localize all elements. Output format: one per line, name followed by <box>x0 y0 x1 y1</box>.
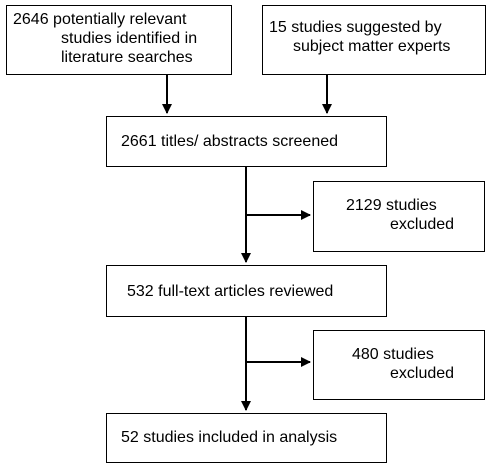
full-text-review-box: 532 full-text articles reviewed <box>106 265 387 317</box>
excluded-1-line-2: excluded <box>390 216 455 233</box>
excluded-box-1: 2129 studies excluded <box>313 181 485 252</box>
literature-search-line-3: literature searches <box>61 49 193 66</box>
expert-suggestions-box: 15 studies suggested by subject matter e… <box>262 5 486 75</box>
literature-search-box: 2646 potentially relevant studies identi… <box>6 5 232 75</box>
excluded-1-line-1: 2129 studies <box>346 197 437 214</box>
excluded-2-line-2: excluded <box>390 365 455 382</box>
full-text-review-label: 532 full-text articles reviewed <box>127 283 334 300</box>
screened-box: 2661 titles/ abstracts screened <box>106 116 387 167</box>
screened-label: 2661 titles/ abstracts screened <box>121 133 339 150</box>
included-box: 52 studies included in analysis <box>106 413 387 463</box>
literature-search-line-2: studies identified in <box>61 30 198 47</box>
expert-suggestions-line-2: subject matter experts <box>293 38 451 55</box>
expert-suggestions-line-1: 15 studies suggested by <box>269 19 442 36</box>
excluded-box-2: 480 studies excluded <box>313 330 485 400</box>
literature-search-line-1: 2646 potentially relevant <box>13 11 187 28</box>
included-label: 52 studies included in analysis <box>121 429 338 446</box>
excluded-2-line-1: 480 studies <box>352 346 434 363</box>
